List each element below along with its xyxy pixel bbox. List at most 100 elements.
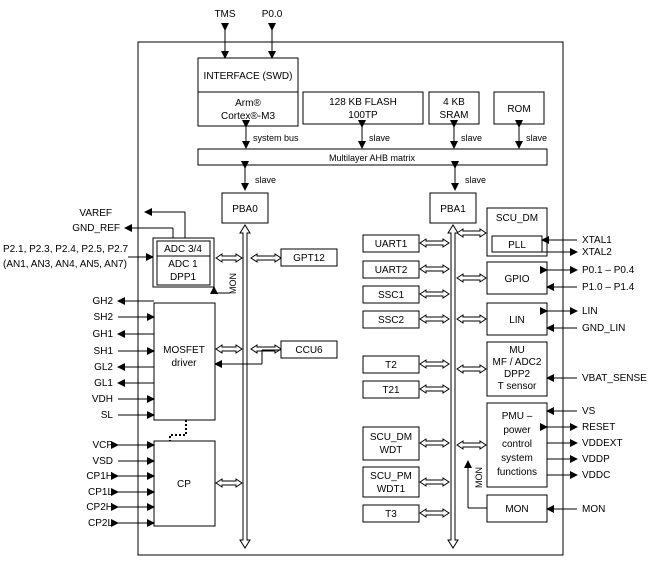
uart2-bus-arrow bbox=[419, 264, 450, 274]
rom-label: ROM bbox=[507, 104, 530, 115]
pmu-block bbox=[486, 402, 548, 488]
gpio-block bbox=[486, 261, 548, 295]
scu-pm-wdt-block bbox=[362, 466, 420, 498]
ahb-matrix bbox=[197, 148, 548, 166]
flash-label-2: 100TP bbox=[348, 110, 378, 121]
t21-label: T21 bbox=[382, 385, 400, 396]
pmu-label-1: PMU – bbox=[502, 411, 533, 422]
cp-label: CP bbox=[177, 479, 191, 490]
adc-pins-label-1: P2.1, P2.3, P2.4, P2.5, P2.7 bbox=[3, 244, 129, 255]
pin-vs: VS bbox=[582, 406, 596, 417]
slave-label-flash: slave bbox=[369, 133, 390, 143]
mon-vertical-label: MON bbox=[228, 273, 238, 294]
t2-label: T2 bbox=[385, 360, 397, 371]
pin-gl2: GL2 bbox=[94, 362, 113, 373]
pin-lin: LIN bbox=[582, 306, 598, 317]
gpio-bus-arrow bbox=[456, 273, 487, 283]
pin-p00: P0.0 bbox=[262, 9, 283, 20]
t2-block bbox=[362, 355, 420, 374]
sram-label-1: 4 KB bbox=[443, 97, 465, 108]
uart2-block bbox=[362, 260, 420, 279]
ssc2-block bbox=[362, 310, 420, 329]
pin-vcp: VCP bbox=[92, 440, 113, 451]
pmu-label-2: power bbox=[503, 425, 531, 436]
uart1-block bbox=[362, 234, 420, 253]
pmu-label-5: functions bbox=[497, 467, 537, 478]
ssc1-block bbox=[362, 285, 420, 304]
lin-block bbox=[486, 302, 548, 336]
adc-bus-arrow bbox=[215, 253, 243, 263]
pin-p01-04: P0.1 – P0.4 bbox=[582, 265, 635, 276]
pin-vbat-sense: VBAT_SENSE bbox=[582, 373, 647, 384]
mosfet-label-1: MOSFET bbox=[163, 345, 205, 356]
pin-p10-14: P1.0 – P1.4 bbox=[582, 282, 635, 293]
adc-block-inner bbox=[156, 240, 211, 286]
t3-bus-arrow bbox=[419, 508, 450, 518]
ssc1-bus-arrow bbox=[419, 289, 450, 299]
mu-block bbox=[486, 341, 548, 397]
gpio-label: GPIO bbox=[504, 274, 529, 285]
cp-block bbox=[153, 440, 216, 527]
pll-block bbox=[491, 235, 543, 253]
pba1-block bbox=[429, 192, 477, 224]
pin-sl: SL bbox=[101, 410, 114, 421]
pin-varef: VAREF bbox=[79, 208, 112, 219]
arm-label-2: Cortex®-M3 bbox=[221, 111, 275, 122]
scu-pm-wdt-label-2: WDT1 bbox=[377, 484, 406, 495]
pin-cp1l: CP1L bbox=[88, 487, 113, 498]
scu-dm-bus-arrow bbox=[456, 228, 487, 238]
pin-mon: MON bbox=[582, 504, 605, 515]
pin-vddp: VDDP bbox=[582, 454, 610, 465]
slave-label-pba0: slave bbox=[255, 175, 276, 185]
mosfet-cp-dotted bbox=[169, 420, 187, 441]
interface-block bbox=[197, 57, 299, 93]
mu-label-4: T sensor bbox=[498, 381, 537, 392]
pba1-label: PBA1 bbox=[440, 204, 466, 215]
pin-gnd-lin: GND_LIN bbox=[582, 323, 625, 334]
t3-label: T3 bbox=[385, 509, 397, 520]
pba1-bus bbox=[447, 224, 459, 549]
gpt12-label: GPT12 bbox=[293, 253, 325, 264]
pin-gh2: GH2 bbox=[92, 296, 113, 307]
adc34-label: ADC 3/4 bbox=[164, 244, 202, 255]
pmu-bus-arrow bbox=[456, 440, 487, 450]
mosfet-driver-block bbox=[153, 302, 216, 421]
pin-vsd: VSD bbox=[92, 456, 113, 467]
pin-vdh: VDH bbox=[92, 394, 113, 405]
pin-vddext: VDDEXT bbox=[582, 438, 623, 449]
t3-block bbox=[362, 504, 420, 523]
pin-reset: RESET bbox=[582, 422, 615, 433]
t2-bus-arrow bbox=[419, 359, 450, 369]
pll-label: PLL bbox=[508, 240, 526, 251]
interface-label: INTERFACE (SWD) bbox=[204, 71, 293, 82]
lin-bus-arrow bbox=[456, 314, 487, 324]
adc1-label: ADC 1 bbox=[168, 259, 198, 270]
cp-bus-arrow bbox=[215, 478, 243, 488]
pmu-label-4: system bbox=[501, 453, 533, 464]
pin-sh1: SH1 bbox=[94, 346, 114, 357]
ahb-label: Multilayer AHB matrix bbox=[329, 153, 416, 163]
adc-pins-label-2: (AN1, AN3, AN4, AN5, AN7) bbox=[3, 259, 127, 270]
mon-vertical-label-2: MON bbox=[474, 467, 484, 488]
pin-gl1: GL1 bbox=[94, 378, 113, 389]
system-bus-label: system bus bbox=[253, 133, 299, 143]
ssc2-bus-arrow bbox=[419, 314, 450, 324]
sram-label-2: SRAM bbox=[440, 110, 469, 121]
ccu6-label: CCU6 bbox=[295, 345, 323, 356]
mosfet-bus-arrow bbox=[215, 344, 243, 354]
pin-xtal1: XTAL1 bbox=[582, 235, 612, 246]
flash-label-1: 128 KB FLASH bbox=[329, 97, 397, 108]
lin-label: LIN bbox=[509, 315, 525, 326]
uart2-label: UART2 bbox=[375, 265, 408, 276]
scu-dm-label: SCU_DM bbox=[496, 213, 538, 224]
mu-label-1: MU bbox=[509, 345, 525, 356]
pmu-label-3: control bbox=[502, 439, 532, 450]
ssc2-label: SSC2 bbox=[378, 315, 405, 326]
pin-vddc: VDDC bbox=[582, 470, 610, 481]
scu-dm-wdt-label-2: WDT bbox=[380, 445, 403, 456]
mu-bus-arrow bbox=[456, 364, 487, 374]
flash-block bbox=[302, 91, 424, 125]
scu-pm-wdt-bus-arrow bbox=[419, 477, 450, 487]
pba0-block bbox=[221, 192, 269, 224]
